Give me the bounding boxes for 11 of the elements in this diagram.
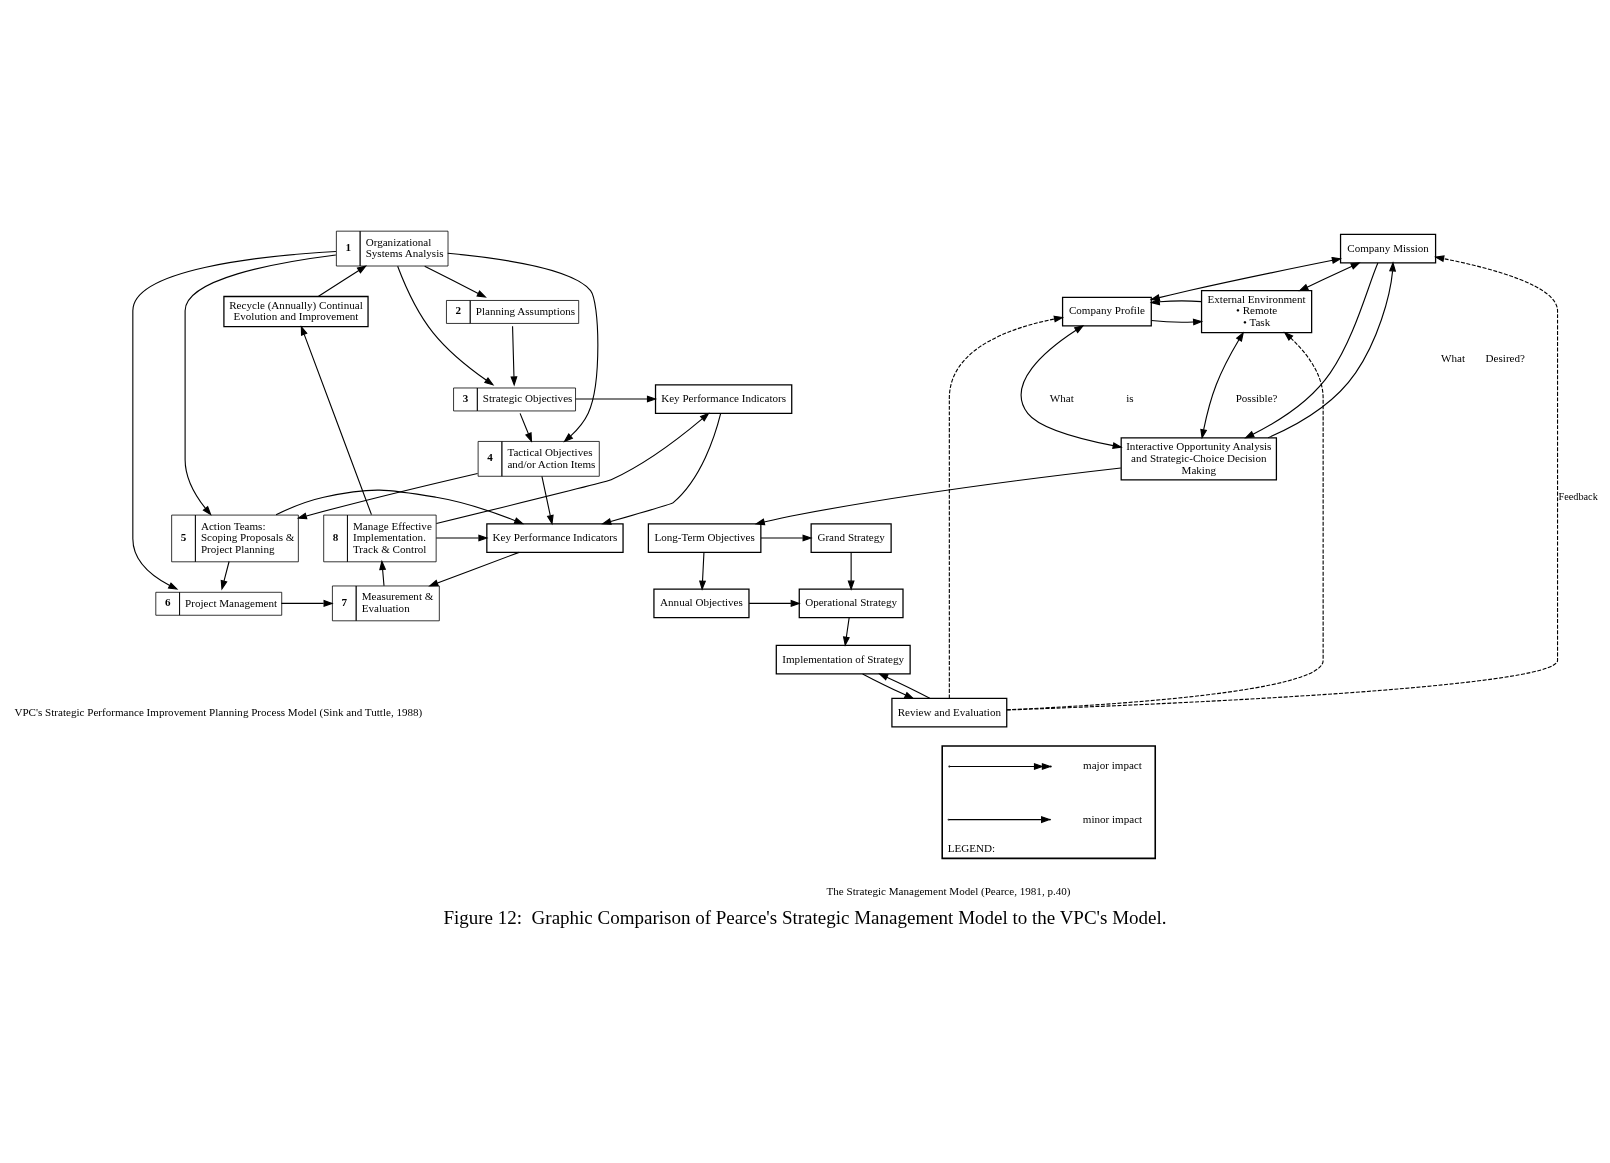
label: VPC's Strategic Performance Improvement Planning Process Model (Sink and Tuttle, 1988) bbox=[14, 705, 423, 718]
edge-label: Feedback bbox=[1558, 490, 1598, 502]
label: is bbox=[1126, 391, 1134, 404]
label: Desired? bbox=[1485, 351, 1525, 364]
label: Possible? bbox=[1235, 391, 1278, 404]
legend-label: major impact bbox=[1083, 758, 1142, 771]
label: What bbox=[1441, 351, 1466, 364]
legend-label: minor impact bbox=[1082, 812, 1143, 825]
caption: Figure 12: Graphic Comparison of Pearce's Strategic Management Model to the VPC's Model. bbox=[443, 906, 1167, 928]
label: The Strategic Management Model (Pearce, 1981, p.40) bbox=[826, 884, 1071, 897]
label: What bbox=[1049, 391, 1074, 404]
